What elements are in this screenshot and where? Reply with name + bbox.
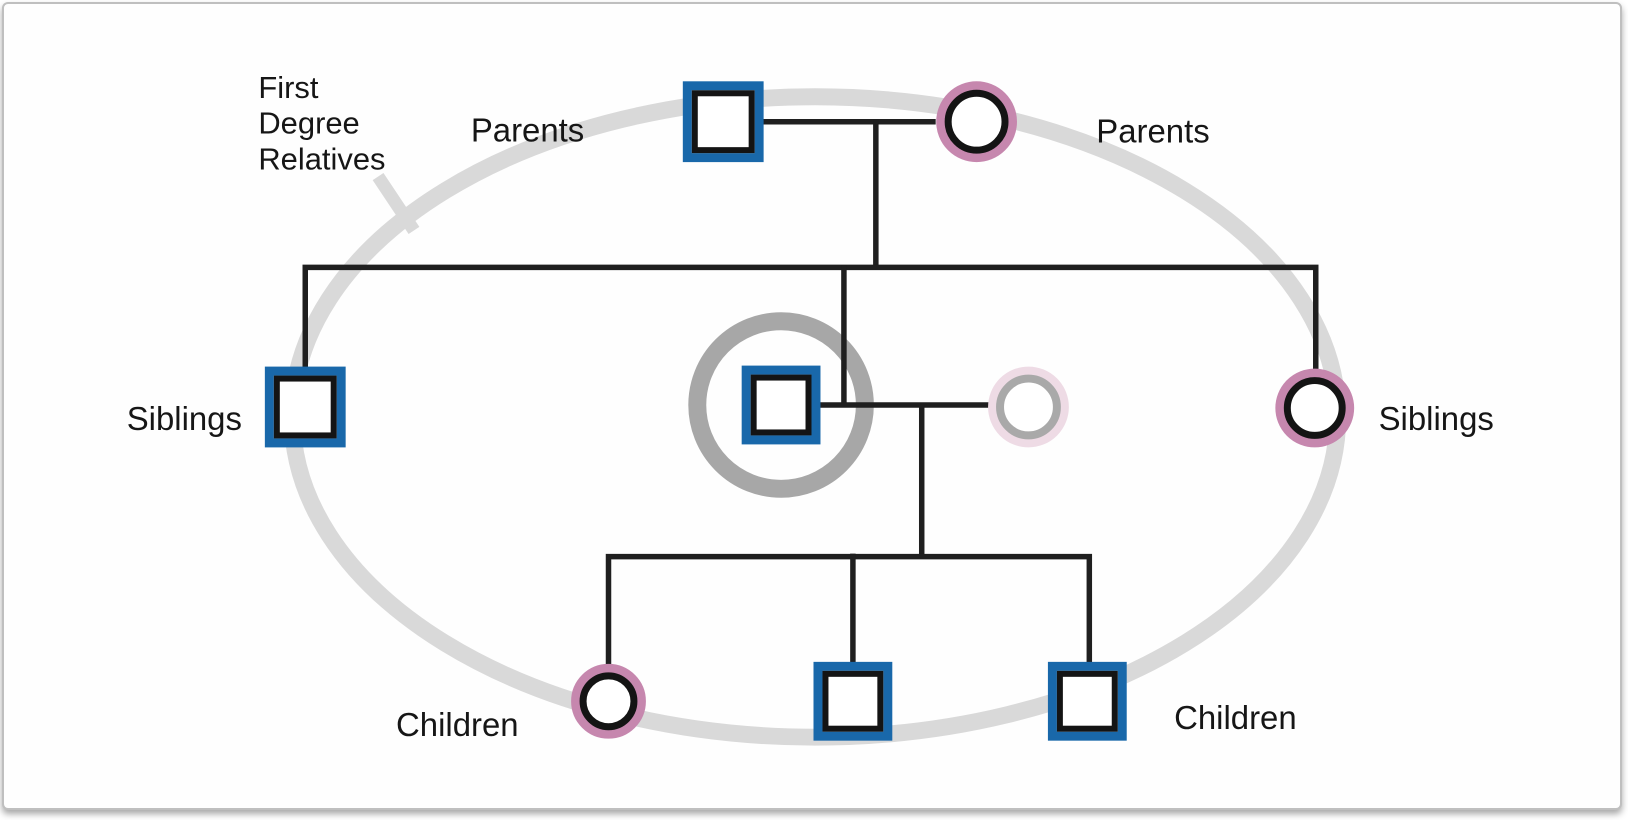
sibling-female-inner-outline [1283, 377, 1346, 439]
mother-symbol [936, 81, 1017, 163]
spouse-symbol [988, 366, 1069, 448]
parents-label-right: Parents [1096, 113, 1209, 150]
father-outer-outline [682, 81, 764, 163]
sibling-male-inner-outline [273, 375, 337, 439]
proband-outer-outline [741, 365, 821, 445]
gen1-sibship-line [302, 264, 1319, 376]
annotation-line-3: Relatives [258, 142, 385, 177]
first-degree-annotation: First Degree Relatives [258, 70, 385, 177]
gen2-sibship-line [605, 553, 1093, 668]
child-male-2-inner-outline [1056, 670, 1118, 732]
siblings-label-right: Siblings [1379, 400, 1494, 437]
child-male-1-outer-outline [813, 661, 893, 741]
child-male-1-symbol [813, 661, 893, 741]
pedigree-diagram: First Degree Relatives Parents Parents S… [127, 70, 1494, 746]
sibling-female-symbol [1275, 368, 1355, 448]
connector-lines [302, 118, 1319, 668]
child-male-2-outer-outline [1047, 661, 1127, 741]
sibling-male-outer-outline [264, 366, 346, 448]
sibling-male-symbol [264, 366, 346, 448]
annotation-line-2: Degree [258, 106, 359, 141]
annotation-line-1: First [258, 70, 318, 105]
children-label-left: Children [396, 706, 519, 743]
annotation-callout-tick [372, 172, 420, 235]
child-female-symbol [571, 663, 646, 739]
child-male-2-symbol [1047, 661, 1127, 741]
spouse-inner-outline [996, 374, 1061, 440]
siblings-label-left: Siblings [127, 400, 242, 437]
mother-inner-outline [944, 89, 1009, 154]
father-inner-outline [691, 90, 755, 154]
proband-inner-outline [750, 374, 812, 436]
proband-symbol [741, 365, 821, 445]
child-male-1-inner-outline [822, 670, 884, 732]
children-label-right: Children [1174, 699, 1297, 736]
child-female-inner-outline [579, 672, 638, 731]
parents-label-left: Parents [471, 112, 584, 149]
father-symbol [682, 81, 764, 163]
